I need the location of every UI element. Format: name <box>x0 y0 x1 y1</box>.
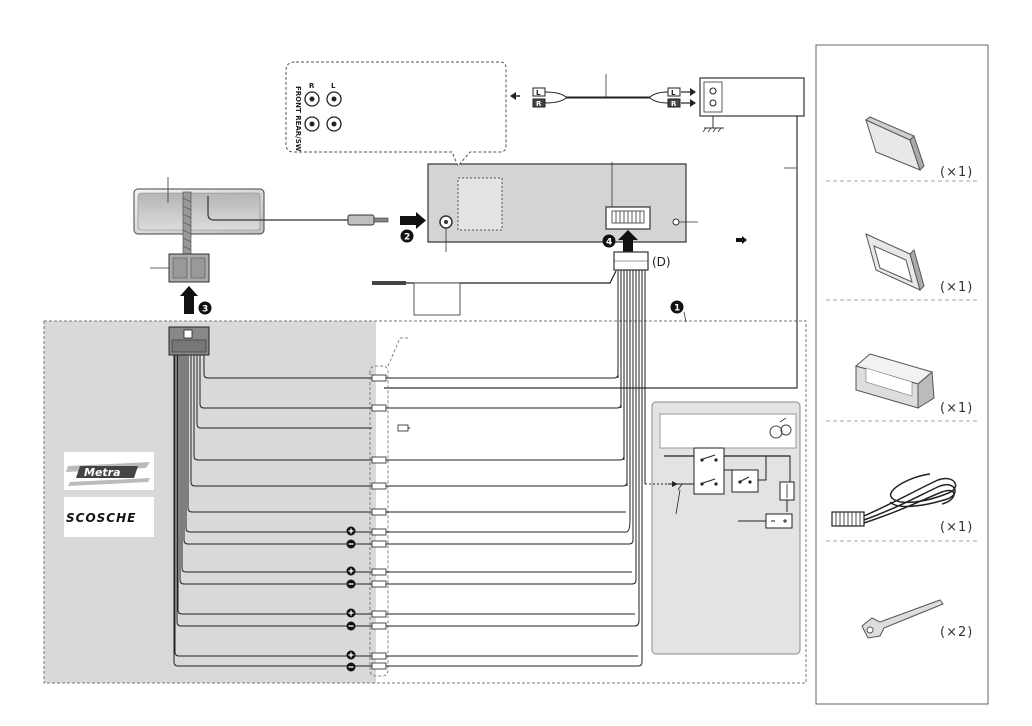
ground-screw-icon <box>673 219 679 225</box>
svg-text:R: R <box>671 100 677 108</box>
svg-text:1: 1 <box>674 304 680 314</box>
step2-arrow: 2 <box>400 212 426 243</box>
accessory-qty: (×1) <box>940 401 973 416</box>
antenna-plate <box>134 177 388 282</box>
accessories-panel: (×1) (×1) (×1) <box>816 45 988 704</box>
svg-text:L: L <box>671 89 676 97</box>
svg-text:SCOSCHE: SCOSCHE <box>66 511 136 525</box>
accessory-qty: (×1) <box>940 520 973 535</box>
iso-return-wires <box>386 374 642 666</box>
svg-text:R: R <box>536 100 542 108</box>
accessory-qty: (×2) <box>940 625 973 640</box>
svg-text:L: L <box>536 89 541 97</box>
front-rear-label: FRONT REAR/SW <box>294 86 302 152</box>
iso-connector: (D) <box>614 252 671 270</box>
accessory-qty: (×1) <box>940 280 973 295</box>
metra-logo: Metra <box>64 452 154 490</box>
small-arrow <box>736 236 747 244</box>
iso-wires <box>618 270 645 662</box>
accessory-qty: (×1) <box>940 165 973 180</box>
svg-text:3: 3 <box>202 305 208 315</box>
rca-cable: L R L R <box>510 74 696 108</box>
svg-text:2: 2 <box>404 233 410 243</box>
step3-arrow: 3 <box>180 286 212 315</box>
svg-text:Metra: Metra <box>84 466 121 479</box>
rca-preout-callout: R L FRONT REAR/SW <box>286 62 506 166</box>
step1-marker: 1 <box>671 301 687 323</box>
rca-right-label: R <box>309 82 315 90</box>
ignition-switch-inset <box>645 402 800 654</box>
loose-wire <box>372 271 616 315</box>
d-connector-label: (D) <box>652 255 671 269</box>
scosche-logo: SCOSCHE <box>64 497 154 537</box>
rca-left-label: L <box>331 82 336 90</box>
svg-text:4: 4 <box>606 238 612 248</box>
head-unit <box>428 162 698 252</box>
vehicle-harness-connector <box>169 327 209 355</box>
